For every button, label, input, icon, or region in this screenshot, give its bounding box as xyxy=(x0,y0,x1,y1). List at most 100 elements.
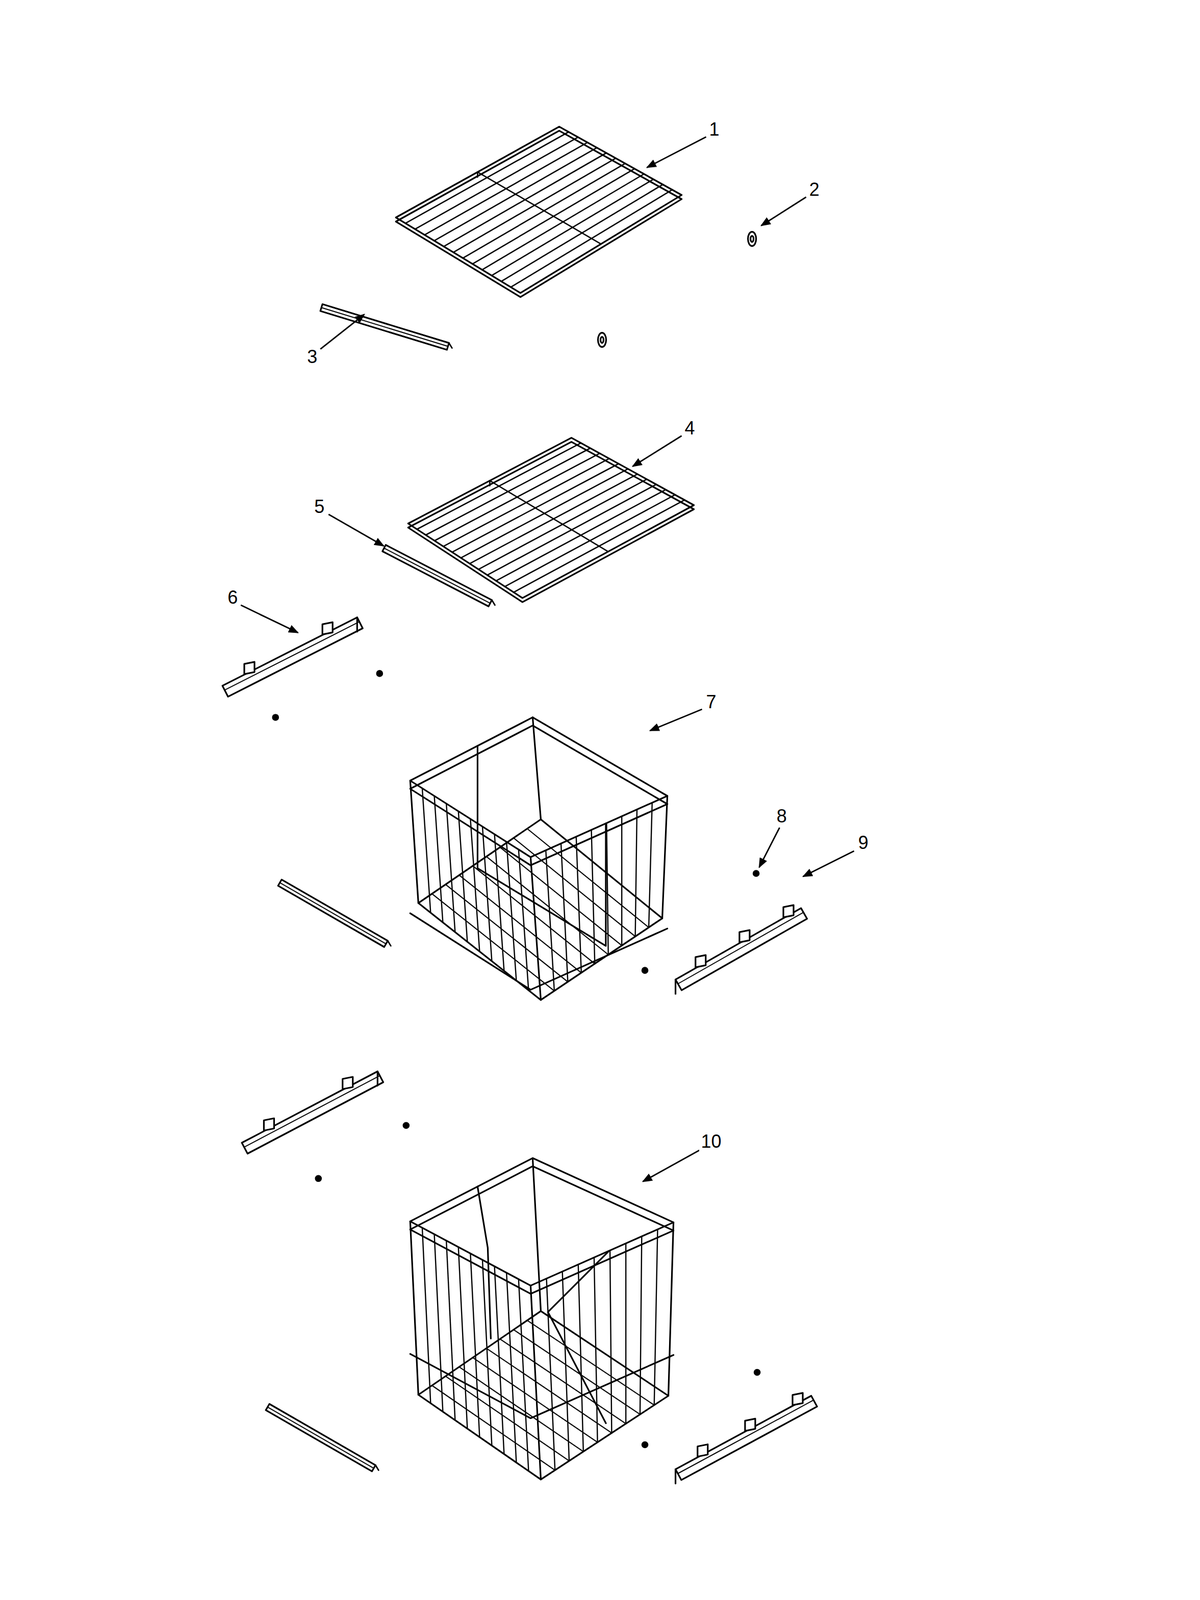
rail-tab xyxy=(263,1118,274,1131)
wire xyxy=(482,1260,492,1446)
shelf-trim xyxy=(277,879,388,948)
wire xyxy=(410,780,419,904)
callout-number: 4 xyxy=(682,418,698,439)
wire xyxy=(431,894,555,992)
wire xyxy=(532,717,541,820)
screw xyxy=(642,967,648,974)
wire xyxy=(518,1279,529,1472)
slide-rail xyxy=(241,1071,384,1154)
wire xyxy=(489,480,491,487)
screw xyxy=(753,871,759,877)
rail-tab xyxy=(783,905,794,918)
shelf-clip xyxy=(750,236,754,243)
screw xyxy=(272,715,278,721)
wire xyxy=(458,1247,468,1429)
wire xyxy=(677,1400,814,1474)
wire xyxy=(224,621,360,691)
callout-number: 6 xyxy=(225,587,240,608)
rail-tab xyxy=(342,1077,353,1090)
wire xyxy=(594,1257,598,1443)
wire xyxy=(267,1407,374,1469)
callout-number: 10 xyxy=(699,1131,724,1153)
wire xyxy=(499,1339,626,1424)
wire xyxy=(458,875,581,973)
wire xyxy=(494,1266,505,1455)
wire xyxy=(470,1253,480,1438)
wire xyxy=(422,1228,431,1404)
wire xyxy=(532,1158,541,1312)
wire xyxy=(458,811,468,942)
basket-rim xyxy=(410,1158,674,1286)
callout-number: 2 xyxy=(807,179,822,200)
shelf-trim xyxy=(382,545,493,607)
wire xyxy=(387,940,391,947)
callout-number: 7 xyxy=(704,692,719,713)
screw xyxy=(754,1369,760,1375)
callout-number: 1 xyxy=(707,119,722,140)
callout-number: 9 xyxy=(856,832,871,854)
callout-number: 8 xyxy=(774,806,789,827)
wire xyxy=(434,796,444,923)
rail-tab xyxy=(792,1393,803,1406)
basket-rim xyxy=(410,1166,674,1294)
slide-rail xyxy=(675,908,808,991)
wire xyxy=(609,1250,612,1434)
rail-tab xyxy=(739,930,750,943)
rail-tab xyxy=(745,1418,756,1432)
screw xyxy=(315,1176,321,1182)
shelf-clip xyxy=(748,232,757,247)
shelf-trim xyxy=(320,304,449,350)
wire xyxy=(422,788,431,913)
wire xyxy=(491,600,495,606)
wire xyxy=(499,847,622,947)
wire xyxy=(648,802,653,928)
screw xyxy=(642,1442,648,1448)
wire xyxy=(446,1240,455,1421)
wire xyxy=(445,884,569,983)
wire xyxy=(654,1229,658,1406)
slide-rail xyxy=(675,1395,818,1480)
slide-rail xyxy=(222,617,363,697)
wire xyxy=(578,1264,584,1452)
rail-tab xyxy=(695,955,706,968)
wire xyxy=(668,1222,674,1396)
wire-shelf xyxy=(407,438,694,599)
wire-shelf xyxy=(395,126,682,293)
screw xyxy=(403,1122,409,1129)
rail-tab xyxy=(244,661,255,675)
wire xyxy=(356,617,359,632)
shelf-trim xyxy=(265,1404,376,1472)
wire xyxy=(244,1076,380,1148)
basket-divider xyxy=(547,1250,609,1424)
wire xyxy=(458,1367,583,1452)
wire xyxy=(445,1376,570,1462)
basket-divider xyxy=(477,1186,491,1339)
wire-shelf-rim xyxy=(395,130,682,297)
wire xyxy=(640,1236,642,1415)
rail-tab xyxy=(322,622,333,635)
wire xyxy=(448,343,452,349)
callout-number: 5 xyxy=(312,496,327,518)
wire xyxy=(472,865,595,964)
wire xyxy=(431,1385,555,1471)
wire xyxy=(410,1221,419,1395)
wire xyxy=(674,979,677,994)
wire xyxy=(625,1243,627,1424)
wire xyxy=(321,307,448,347)
wire xyxy=(530,1285,541,1480)
wire xyxy=(513,1330,641,1415)
wire xyxy=(482,826,492,962)
wire xyxy=(446,803,455,933)
shelf-clip xyxy=(597,333,606,348)
wire xyxy=(486,1348,612,1434)
screw xyxy=(376,671,382,677)
wire xyxy=(476,171,479,177)
shelf-clip xyxy=(600,337,604,344)
basket-bottom xyxy=(418,819,662,1001)
wire xyxy=(375,1465,379,1471)
wire xyxy=(434,1234,444,1413)
wire xyxy=(513,837,636,937)
wire xyxy=(376,1071,379,1086)
wire xyxy=(384,548,491,604)
